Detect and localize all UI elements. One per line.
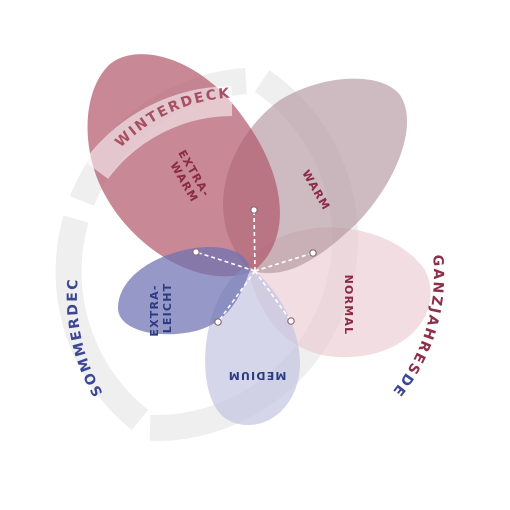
spoke-warm xyxy=(253,209,256,272)
spoke-dot-extra-light-lower xyxy=(214,318,222,326)
spoke-normal xyxy=(254,252,314,272)
spoke-extra-light-upper xyxy=(195,251,256,272)
petal-extra-light xyxy=(118,246,250,335)
label-normal: NORMAL xyxy=(342,275,355,336)
spoke-dot-medium xyxy=(287,317,295,325)
spoke-extra-light-lower xyxy=(217,270,256,323)
petal-group xyxy=(87,54,431,426)
spoke-dot-extra-light-upper xyxy=(192,248,200,256)
spokes xyxy=(195,209,314,323)
winter-band xyxy=(83,86,233,180)
ring-segment-left xyxy=(55,215,149,431)
label-medium: MEDIUM xyxy=(228,369,287,382)
label-extra-light-line2: LEICHT xyxy=(161,283,174,334)
spoke-dot-normal xyxy=(309,249,317,257)
label-extra-light-line1: EXTRA- xyxy=(148,284,161,336)
spoke-medium xyxy=(254,270,292,322)
spoke-dot-warm xyxy=(250,206,258,214)
spoke-endpoints xyxy=(192,206,317,326)
label-extra-light: EXTRA- LEICHT xyxy=(148,279,174,336)
